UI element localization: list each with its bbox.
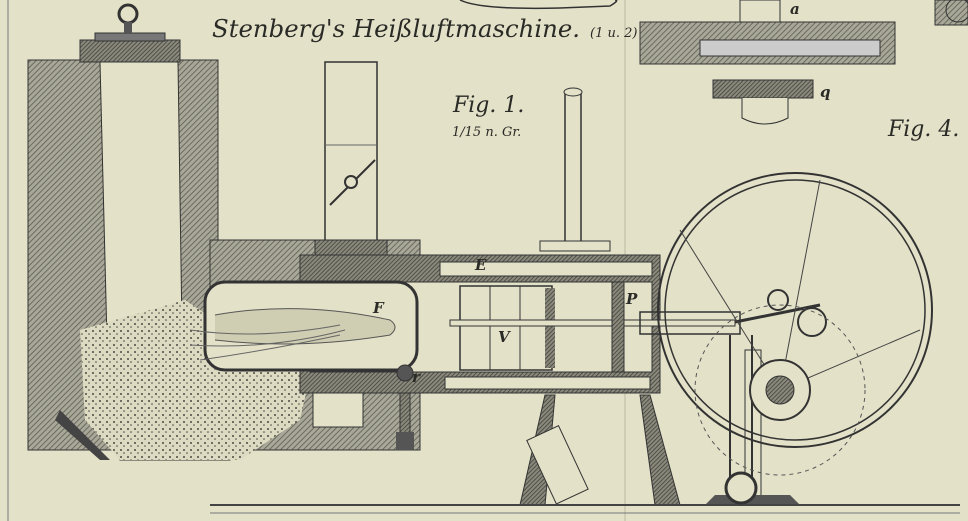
crosshead-mechanism — [639, 289, 827, 505]
label-r: r — [412, 368, 421, 386]
fig4-shaft — [741, 98, 789, 125]
plate-title: Stenberg's Heißluftmaschine. — [212, 15, 580, 43]
fig1-scale: 1/15 n. Gr. — [452, 125, 521, 140]
pump-cylinder — [526, 425, 589, 505]
fig4-fragment — [934, 0, 968, 26]
grate — [55, 410, 110, 460]
label-F: F — [372, 299, 385, 317]
frame-leg-right — [639, 394, 681, 506]
flame — [214, 308, 396, 345]
fig2-outline-fragment — [459, 0, 618, 10]
spoke — [779, 179, 821, 391]
crank-pin — [767, 289, 789, 311]
lifting-ring — [117, 3, 139, 25]
crank-pin — [797, 307, 827, 337]
connecting-rod — [734, 303, 821, 324]
flywheel-rim-inner — [664, 179, 926, 441]
fig4-label: Fig. 4. — [887, 117, 959, 142]
fig4-mechanism — [639, 0, 968, 125]
piston — [459, 285, 553, 371]
fig4-spindle — [739, 0, 781, 23]
ring-stem — [124, 22, 132, 34]
piston-rod — [449, 319, 736, 327]
fig4-gear — [699, 39, 881, 57]
fig4-fragment-circle — [945, 0, 968, 23]
plate-title-ref: (1 u. 2) — [590, 26, 637, 41]
label-P: P — [625, 290, 638, 308]
piston-packing — [545, 288, 555, 368]
lower-pulley — [724, 471, 758, 505]
label-V: V — [498, 328, 511, 346]
lower-passage — [444, 376, 651, 390]
exhaust-pipe — [539, 87, 611, 252]
crank-circle — [694, 304, 866, 476]
crosshead — [639, 311, 741, 335]
pipe-flange — [539, 240, 611, 252]
valve-nut — [396, 432, 414, 450]
damper-pivot — [344, 175, 358, 189]
label-E: E — [474, 256, 487, 274]
pipe-mouth — [563, 87, 583, 97]
pipe — [564, 91, 582, 243]
flame-stream — [189, 324, 346, 361]
spoke — [679, 229, 781, 391]
cylinder — [189, 254, 736, 450]
flywheel — [657, 172, 933, 476]
upper-passage — [439, 261, 653, 277]
furnace-cap — [79, 39, 181, 63]
stuffing-box — [611, 281, 625, 373]
stack-tube — [324, 61, 378, 243]
fig1-label: Fig. 1. — [452, 93, 524, 118]
flywheel-rim — [657, 172, 933, 448]
label-q: q — [820, 83, 831, 101]
hub-center — [765, 375, 795, 405]
air-stack — [314, 61, 388, 271]
furnace-lid — [94, 32, 166, 42]
label-a: a — [790, 0, 800, 18]
fig4-pinion-q — [712, 79, 814, 99]
valve-r — [396, 364, 414, 382]
